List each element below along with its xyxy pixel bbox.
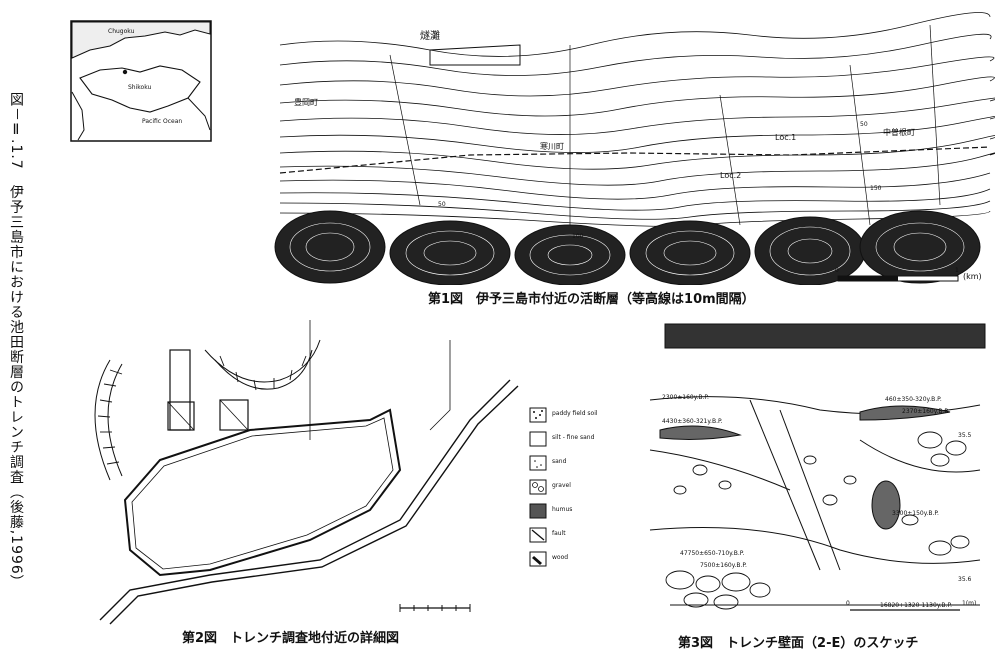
inset-label-pacific: Pacific Ocean bbox=[142, 118, 183, 125]
legend-label-paddy: paddy field soil bbox=[552, 410, 598, 417]
fig3-date-5: 3300±150y.B.P. bbox=[892, 510, 939, 517]
legend-label-silt: silt - fine sand bbox=[552, 434, 595, 441]
legend-label-sand: sand bbox=[552, 458, 567, 465]
fig3-caption: 第3図 トレンチ壁面（2-E）のスケッチ bbox=[678, 636, 919, 651]
fig3-scale-zero: 0 bbox=[846, 600, 850, 607]
fig2-site-drawing bbox=[94, 320, 519, 625]
fig3-date-6: 47750±650-710y.B.P. bbox=[680, 550, 745, 557]
fig1-contour-50-a: 50 bbox=[438, 201, 446, 208]
fig1-label-loc2: Loc.2 bbox=[720, 171, 742, 180]
fig1-scale-one: 1 bbox=[955, 267, 959, 274]
fig1-contour-150: 150 bbox=[870, 185, 882, 192]
fig1-label-toyooka: 豊岡町 bbox=[294, 98, 318, 107]
fig1-label-nakasone: 中曽根町 bbox=[883, 128, 915, 137]
fig1-scale-unit: (km) bbox=[963, 272, 982, 281]
fig1-contour-100: 100 bbox=[572, 233, 584, 240]
legend-label-fault: fault bbox=[552, 530, 566, 537]
inset-map-drawing bbox=[70, 20, 212, 142]
legend-label-gravel: gravel bbox=[552, 482, 571, 489]
fig3-date-1: 2300±160y.B.P. bbox=[662, 394, 709, 401]
fig3-date-8: 16820+1320-1130y.B.P. bbox=[880, 602, 953, 609]
legend-label-wood: wood bbox=[552, 554, 569, 561]
legend-swatches bbox=[529, 407, 547, 567]
fig2-caption: 第2図 トレンチ調査地付近の詳細図 bbox=[182, 631, 400, 646]
fig2-legend: paddy field soil silt - fine sand sand g… bbox=[528, 406, 628, 576]
fig1-label-loc1: Loc.1 bbox=[775, 133, 797, 142]
fig2-site-map bbox=[70, 320, 520, 625]
fig3-date-4: 2370±160y.B.P. bbox=[902, 408, 949, 415]
fig1-label-samukawa: 寒川町 bbox=[540, 142, 564, 151]
fig1-caption: 第1図 伊予三島市付近の活断層（等高線は10m間隔） bbox=[428, 292, 755, 307]
inset-label-shikoku: Shikoku bbox=[128, 84, 152, 91]
fig3-date-2: 4430±360-321y.B.P. bbox=[662, 418, 723, 425]
fig3-elev-b: 35.6 bbox=[958, 576, 972, 583]
inset-label-chugoku: Chugoku bbox=[108, 28, 135, 35]
fig1-scale-zero: 0 bbox=[835, 267, 839, 274]
fig3-date-7: 7500±160y.B.P. bbox=[700, 562, 747, 569]
fig3-date-3: 460±350-320y.B.P. bbox=[885, 396, 942, 403]
fig1-topographic-map: 燧灘 豊岡町 寒川町 中曽根町 Loc.1 Loc.2 50 50 100 15… bbox=[270, 5, 995, 285]
fig3-elev-a: 35.5 bbox=[958, 432, 972, 439]
legend-label-humus: humus bbox=[552, 506, 573, 513]
fig1-contour-50-b: 50 bbox=[860, 121, 868, 128]
fig1-label-hiuchinada: 燧灘 bbox=[420, 31, 440, 42]
fig1-contour-drawing bbox=[274, 12, 995, 285]
figure-side-title: 図－Ⅱ.1.7 伊予三島市における池田断層のトレンチ調査（後藤,1996） bbox=[8, 92, 24, 590]
inset-location-map: Chugoku Shikoku Pacific Ocean bbox=[70, 20, 212, 142]
fig3-trench-drawing bbox=[649, 323, 986, 611]
fig3-scale-label: 1(m) bbox=[962, 600, 977, 607]
fig3-trench-sketch: 2300±160y.B.P. 4430±360-321y.B.P. 460±35… bbox=[640, 320, 990, 620]
